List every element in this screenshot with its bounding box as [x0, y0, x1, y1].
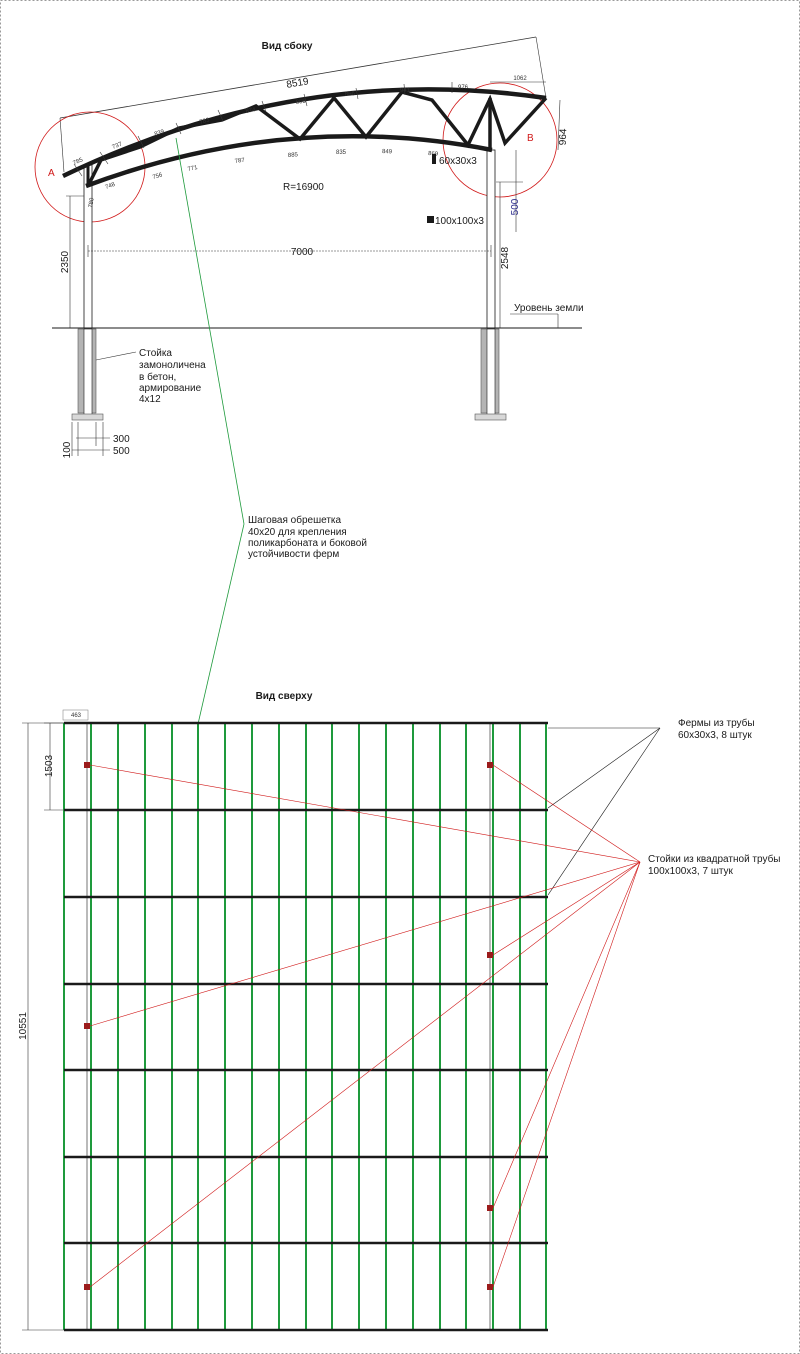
truss-leaders — [547, 727, 661, 896]
dim-1503-label: 1503 — [44, 754, 55, 777]
dim-left-height-label: 2350 — [60, 250, 71, 273]
truss-top-chord — [62, 87, 547, 179]
post-note-line-4: армирование — [139, 383, 202, 394]
bottom-seg-7: 849 — [382, 149, 393, 155]
footing-dimensions: 300 500 100 — [62, 422, 130, 458]
top-seg-3: 839 — [154, 129, 166, 138]
bottom-seg-5: 885 — [288, 152, 299, 159]
posts-label-line-1: Стойки из квадратной трубы — [648, 853, 781, 865]
top-seg-9: 976 — [458, 85, 469, 91]
top-chord-ticks — [73, 82, 453, 177]
detail-circle-b — [442, 82, 558, 198]
top-seg-7: 866 — [345, 91, 356, 98]
post-markers — [84, 762, 493, 1290]
side-view: Вид сбоку 8519 1062 964 A B — [34, 36, 584, 458]
post-note: Стойка замоноличена в бетон, армирование… — [139, 348, 206, 405]
dim-left-post-label: 780 — [88, 197, 96, 209]
dimension-500: 500 — [496, 150, 523, 232]
dim-span-label: 7000 — [291, 247, 314, 258]
dimension-10551: 10551 — [18, 722, 64, 1331]
dimension-left-height: 2350 — [60, 195, 84, 328]
dim-right-post-label: 2548 — [500, 246, 511, 269]
bottom-seg-1: 748 — [105, 182, 117, 191]
post-note-line-3: в бетон, — [139, 371, 176, 383]
bottom-seg-3: 771 — [187, 165, 199, 173]
right-post — [486, 149, 496, 329]
lath-callout: Шаговая обрешетка 40x20 для крепления по… — [175, 137, 367, 725]
post-note-leader — [95, 351, 137, 361]
top-seg-8: 941 — [400, 87, 411, 94]
right-footing — [474, 328, 507, 421]
top-view-title: Вид сверху — [256, 691, 313, 702]
post-profile-marker — [427, 216, 434, 223]
bottom-chord-labels: 748 756 771 787 885 835 849 869 — [105, 149, 439, 191]
lath-note-line-3: поликарбоната и боковой — [248, 537, 367, 549]
dim-10551-label: 10551 — [18, 1012, 29, 1040]
dim-300-label: 300 — [113, 434, 130, 445]
post-note-line-5: 4x12 — [139, 394, 161, 405]
dim-463-label: 463 — [71, 713, 82, 719]
top-chord-labels: 785 737 839 783 874 865 866 941 976 — [72, 85, 468, 167]
lath-leader-down — [197, 523, 245, 725]
trusses-label-line-1: Фермы из трубы — [678, 717, 755, 729]
top-seg-6: 865 — [295, 99, 306, 106]
post-note-line-1: Стойка — [139, 348, 172, 359]
truss-profile-label: 60x30x3 — [439, 156, 477, 167]
truss-bottom-chord — [85, 133, 493, 189]
dimension-463: 463 — [62, 709, 89, 721]
detail-label-a: A — [48, 168, 55, 179]
top-view: Вид сверху 463 1503 10551 — [18, 691, 781, 1332]
lath-grid — [63, 723, 547, 1330]
lath-note-line-2: 40x20 для крепления — [248, 527, 347, 538]
trusses-label-line-2: 60x30x3, 8 штук — [678, 730, 752, 741]
dimension-right-end: 1062 — [490, 76, 546, 83]
top-seg-5: 874 — [245, 107, 257, 115]
truss — [62, 87, 548, 189]
bottom-seg-2: 756 — [152, 172, 164, 181]
dimension-1503: 1503 — [44, 722, 64, 811]
detail-label-b: B — [527, 133, 534, 144]
bottom-seg-4: 787 — [234, 158, 245, 165]
dim-500-label: 500 — [510, 198, 521, 215]
ground-label: Уровень земли — [514, 303, 584, 314]
truss-profile-marker — [432, 154, 436, 164]
side-view-title: Вид сбоку — [262, 40, 313, 52]
post-leaders — [89, 764, 641, 1288]
dim-500b-label: 500 — [113, 446, 130, 457]
left-footing — [71, 328, 104, 421]
top-seg-1: 785 — [72, 157, 84, 167]
lath-note-line-4: устойчивости ферм — [248, 548, 339, 560]
dim-top-label: 8519 — [286, 76, 310, 91]
posts-label-line-2: 100x100x3, 7 штук — [648, 866, 734, 877]
post-profile-label: 100x100x3 — [435, 216, 484, 227]
truss-lines — [64, 721, 548, 1332]
post-note-line-2: замоноличена — [139, 360, 206, 371]
radius-label: R=16900 — [283, 182, 324, 193]
truss-web — [86, 90, 548, 187]
dimension-top: 8519 — [59, 36, 547, 173]
top-seg-4: 783 — [199, 117, 211, 126]
dimension-right-height: 964 — [557, 99, 570, 151]
dim-right-end-label: 1062 — [513, 76, 527, 82]
top-seg-2: 737 — [112, 141, 124, 151]
dim-right-height-label: 964 — [558, 128, 570, 145]
lath-leader-up — [175, 137, 245, 525]
dim-100-label: 100 — [62, 441, 73, 458]
lath-note-line-1: Шаговая обрешетка — [248, 514, 342, 526]
dimension-span: 7000 — [87, 245, 492, 258]
bottom-seg-6: 835 — [336, 150, 347, 156]
dimension-right-post: 2548 — [499, 182, 511, 328]
